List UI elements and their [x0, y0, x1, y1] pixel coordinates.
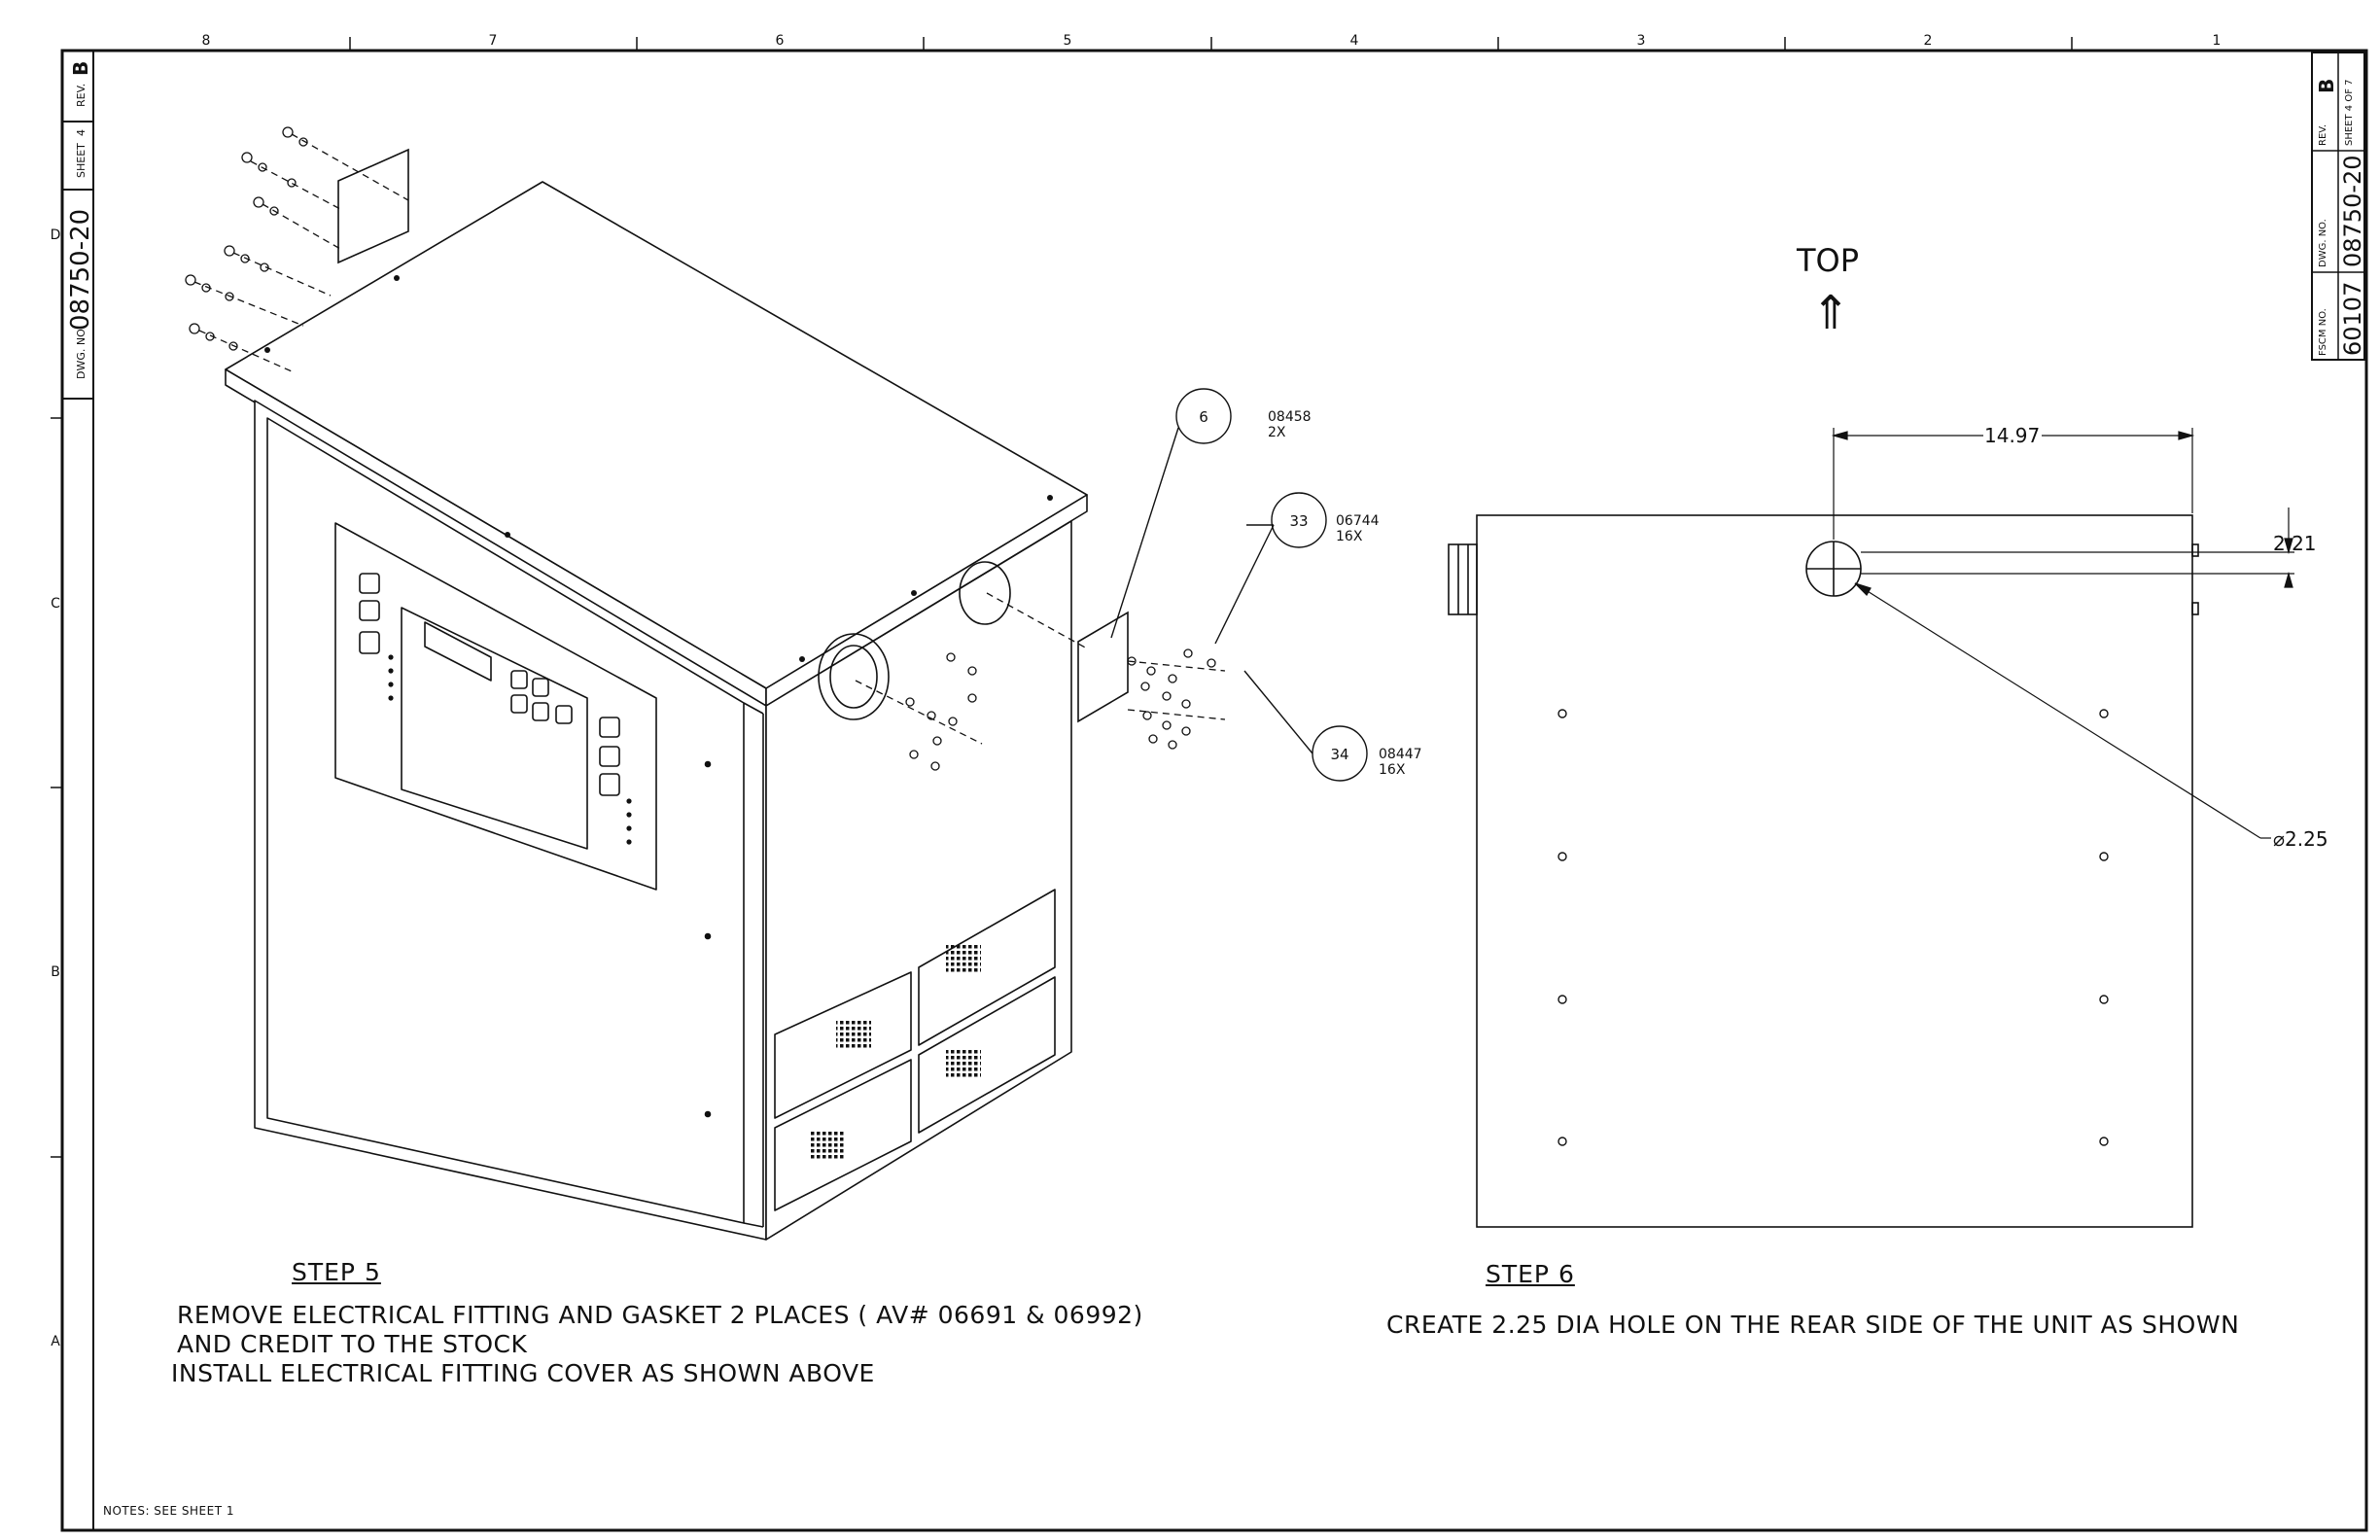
- zone-label: 6: [776, 33, 785, 49]
- sheet-border: [51, 37, 2368, 1532]
- sheet-number: 4: [75, 129, 88, 136]
- fitting-cover-plate: [337, 148, 1129, 723]
- left-title-strip: REV. B SHEET 4 DWG. NO. 08750-20: [62, 61, 95, 400]
- zone-labels-top: 8 7 6 5 4 3 2 1: [202, 33, 2222, 49]
- electrical-fitting: [818, 633, 890, 720]
- zone-label: 4: [1350, 33, 1359, 49]
- dimension-vertical: 2.21: [2273, 532, 2317, 555]
- fscm-number: 60107: [2339, 282, 2366, 356]
- dwg-number: 08750-20: [66, 209, 95, 331]
- screw: [1127, 648, 1216, 750]
- side-drawer: [774, 971, 912, 1119]
- rev-value: B: [2315, 79, 2338, 93]
- balloon-item-number: 33: [1289, 512, 1308, 530]
- top-label: TOP: [1797, 242, 1860, 279]
- side-drawer: [918, 889, 1056, 1046]
- balloon-qty: 2X: [1268, 425, 1286, 440]
- balloon-qty: 16X: [1336, 529, 1363, 544]
- step5-line: AND CREDIT TO THE STOCK: [177, 1330, 528, 1358]
- mounting-hole: [1558, 709, 2109, 1146]
- sheet-of-label: SHEET 4 OF 7: [2344, 80, 2355, 147]
- control-panel: [334, 522, 657, 891]
- dwg-label: DWG. NO.: [75, 326, 88, 379]
- step6-line: CREATE 2.25 DIA HOLE ON THE REAR SIDE OF…: [1386, 1311, 2240, 1339]
- dimension-labels: 14.97 2.21 ⌀2.25: [1984, 424, 2328, 851]
- zone-label: B: [51, 964, 60, 980]
- dwg-label: DWG. NO.: [2318, 219, 2328, 267]
- zone-label: 2: [1924, 33, 1933, 49]
- rev-value: B: [69, 61, 92, 76]
- side-drawer: [918, 976, 1056, 1134]
- zone-label: A: [51, 1334, 60, 1349]
- zone-label: 1: [2213, 33, 2222, 49]
- dimension-lines: [1831, 428, 2294, 839]
- balloon-item-number: 6: [1199, 408, 1208, 426]
- balloon-qty: 16X: [1379, 762, 1406, 778]
- zone-labels-side: D C B A: [51, 228, 61, 1349]
- balloon-part-labels: 08458 2X 06744 16X 08447 16X: [1268, 409, 1422, 778]
- right-title-block: REV. B SHEET 4 OF 7 DWG. NO. 08750-20 FS…: [2311, 52, 2366, 361]
- zone-label: D: [51, 228, 61, 243]
- screw: [905, 652, 977, 771]
- panel-display: [424, 621, 492, 682]
- fscm-label: FSCM NO.: [2318, 308, 2328, 356]
- rear-panel: [1476, 514, 2193, 1228]
- balloon-callouts: [1110, 388, 1368, 782]
- mounting-hardware: [185, 126, 1226, 771]
- zone-label: 7: [489, 33, 498, 49]
- balloon-part-number: 06744: [1336, 513, 1380, 529]
- top-arrow-icon: ⇑: [1811, 286, 1851, 340]
- sheet-label: SHEET: [75, 143, 88, 178]
- side-drawer: [774, 1059, 912, 1211]
- step6-title: STEP 6: [1486, 1260, 1575, 1288]
- balloon-item-number: 34: [1330, 746, 1348, 763]
- cabinet-top-lid-side-edge: [765, 494, 1088, 707]
- step5-line: INSTALL ELECTRICAL FITTING COVER AS SHOW…: [171, 1359, 875, 1387]
- rev-label: REV.: [75, 84, 88, 107]
- dimension-horizontal: 14.97: [1984, 424, 2040, 447]
- electrical-fitting: [959, 561, 1011, 625]
- rear-view: [1448, 514, 2199, 1228]
- rev-label: REV.: [2318, 124, 2328, 146]
- dwg-number: 08750-20: [2339, 155, 2366, 267]
- screw: [185, 126, 308, 351]
- zone-label: 3: [1637, 33, 1646, 49]
- zone-label: 5: [1064, 33, 1072, 49]
- balloon-part-number: 08458: [1268, 409, 1312, 425]
- cabinet-side-face: [765, 520, 1072, 1241]
- zone-label: 8: [202, 33, 211, 49]
- dimension-diameter: ⌀2.25: [2273, 827, 2328, 851]
- balloon-part-number: 08447: [1379, 747, 1422, 762]
- balloon-labels: 6 33 34: [1199, 408, 1348, 763]
- step5-line: REMOVE ELECTRICAL FITTING AND GASKET 2 P…: [177, 1301, 1143, 1329]
- step5-title: STEP 5: [292, 1258, 381, 1286]
- zone-label: C: [51, 596, 60, 612]
- notes-reference: NOTES: SEE SHEET 1: [103, 1504, 234, 1518]
- cabinet-isometric-view: [225, 181, 1088, 1241]
